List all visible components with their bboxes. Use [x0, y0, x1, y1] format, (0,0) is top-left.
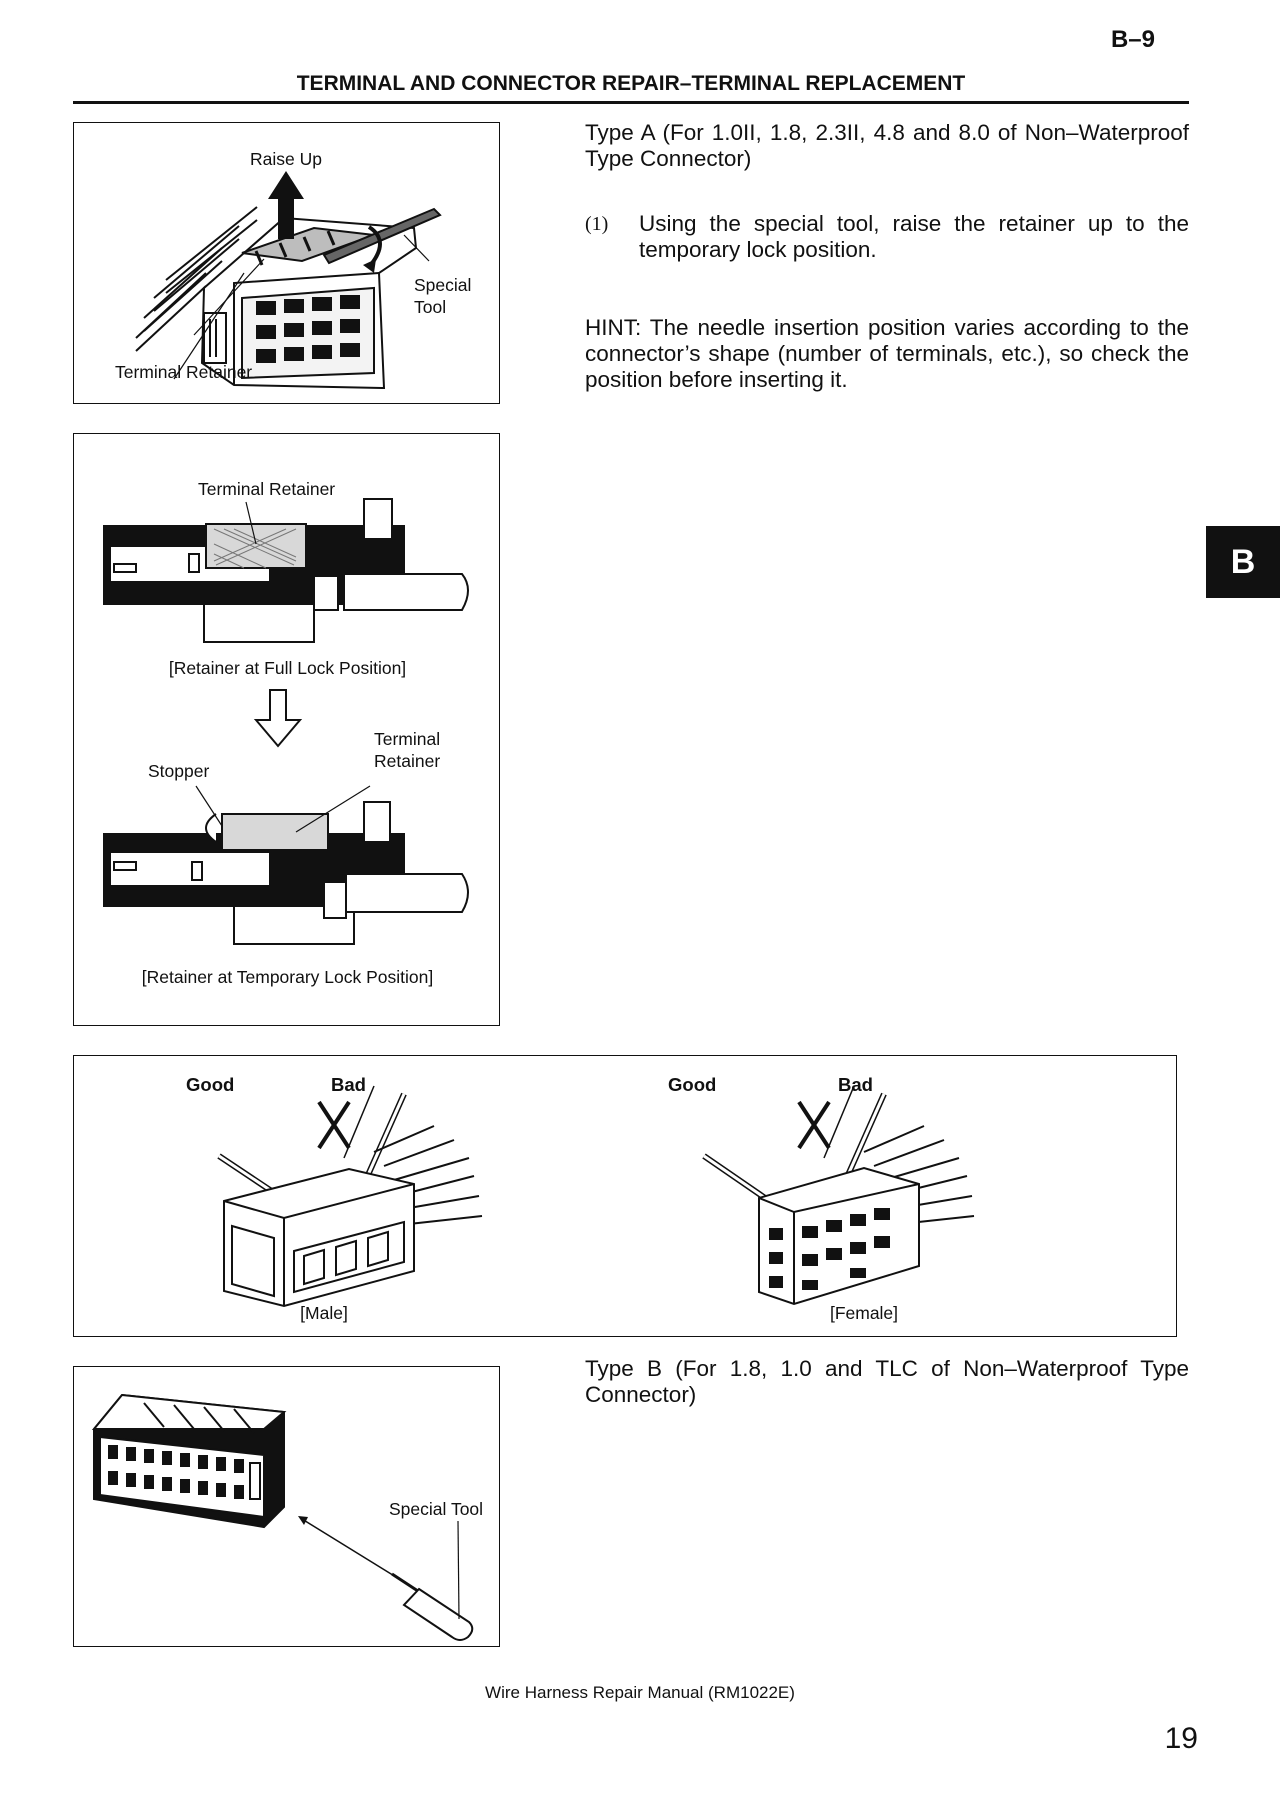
caption-full-lock: [Retainer at Full Lock Position] [168, 658, 407, 678]
label-terminal-retainer: Terminal Retainer [115, 362, 253, 382]
label-female-good: Good [668, 1074, 717, 1095]
label-female-bad: Bad [838, 1074, 873, 1095]
caption-female: [Female] [829, 1303, 899, 1323]
caption-temporary-lock: [Retainer at Temporary Lock Position] [141, 967, 434, 987]
step-text: Using the special tool, raise the retain… [639, 211, 1189, 262]
label-stopper: Stopper [148, 761, 210, 781]
connector-raise-illustration [135, 171, 442, 390]
label-terminal-retainer-top: Terminal Retainer [198, 479, 336, 499]
page-number: 19 [1164, 1722, 1198, 1755]
step-number: (1) [585, 213, 609, 235]
label-male-bad: Bad [331, 1074, 366, 1095]
figure-needle-insertion: Good Bad [Male] Good Bad [Female] [73, 1055, 1177, 1337]
figure-retainer-raise: Raise Up Special Tool Terminal Retainer [73, 122, 500, 404]
label-male-good: Good [186, 1074, 235, 1095]
section-code: B–9 [1110, 26, 1155, 53]
label-special-tool-type-b: Special Tool [389, 1499, 484, 1519]
page-title: TERMINAL AND CONNECTOR REPAIR–TERMINAL R… [296, 72, 966, 95]
type-b-connector-illustration [91, 1393, 474, 1641]
label-raise-up: Raise Up [250, 149, 322, 169]
header-rule [73, 101, 1189, 104]
footer-manual: Wire Harness Repair Manual (RM1022E) [485, 1683, 795, 1702]
hint-text: HINT: The needle insertion position vari… [585, 315, 1189, 392]
figure-retainer-lock-positions: Terminal Retainer [Retainer at Full Lock… [73, 433, 500, 1026]
caption-male: [Male] [300, 1303, 348, 1323]
male-female-connectors [217, 1085, 975, 1308]
type-a-heading: Type A (For 1.0II, 1.8, 2.3II, 4.8 and 8… [585, 120, 1189, 171]
label-terminal-retainer-bottom: Terminal Retainer [374, 729, 441, 771]
lock-position-cross-sections [103, 498, 469, 945]
figure-type-b-connector: Special Tool [73, 1366, 500, 1647]
section-tab: B [1206, 526, 1280, 598]
label-special-tool: Special Tool [414, 275, 472, 317]
type-b-heading: Type B (For 1.8, 1.0 and TLC of Non–Wate… [585, 1356, 1189, 1407]
